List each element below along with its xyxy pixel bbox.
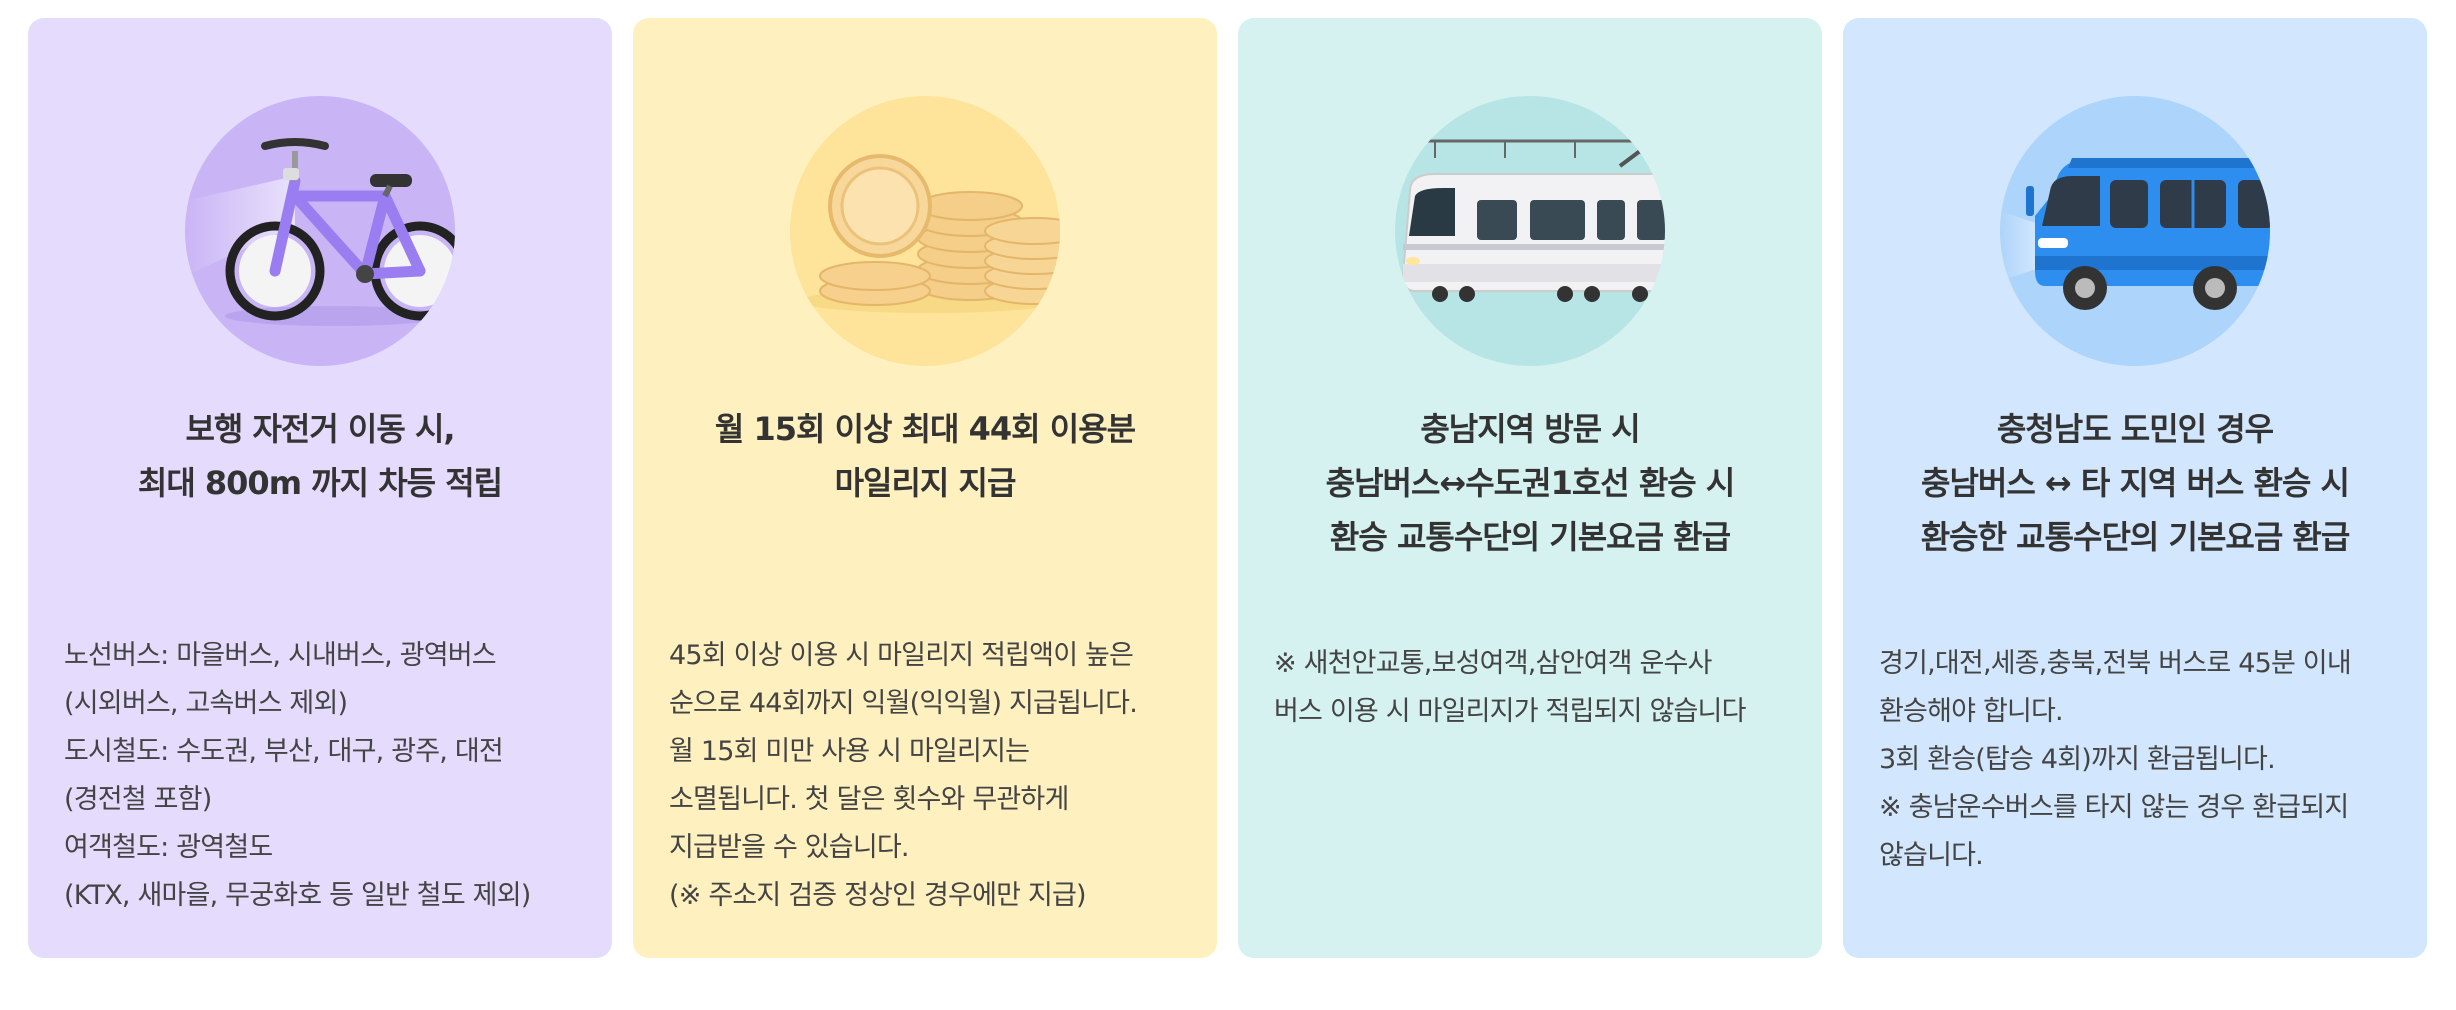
card-title: 보행 자전거 이동 시, 최대 800m 까지 차등 적립 xyxy=(48,402,592,510)
desc-line: 여객철도: 광역철도 xyxy=(64,832,273,863)
desc-line: 월 15회 미만 사용 시 마일리지는 xyxy=(669,736,1030,767)
desc-line: (※ 주소지 검증 정상인 경우에만 지급) xyxy=(669,880,1087,911)
desc-line: (경전철 포함) xyxy=(64,784,212,815)
desc-line: (시외버스, 고속버스 제외) xyxy=(64,688,348,719)
card-title: 충남지역 방문 시 충남버스↔수도권1호선 환승 시 환승 교통수단의 기본요금… xyxy=(1258,402,1802,564)
desc-line: 소멸됩니다. 첫 달은 횟수와 무관하게 xyxy=(669,784,1069,815)
title-line: 충청남도 도민인 경우 xyxy=(1996,410,2274,448)
title-line: 환승 교통수단의 기본요금 환급 xyxy=(1329,518,1731,556)
bus-icon xyxy=(2000,96,2270,366)
coins-icon xyxy=(790,96,1060,366)
card-description: 노선버스: 마을버스, 시내버스, 광역버스 (시외버스, 고속버스 제외) 도… xyxy=(64,632,592,920)
desc-line: (KTX, 새마을, 무궁화호 등 일반 철도 제외) xyxy=(64,880,531,911)
desc-line: 3회 환승(탑승 4회)까지 환급됩니다. xyxy=(1879,744,2276,775)
desc-line: 노선버스: 마을버스, 시내버스, 광역버스 xyxy=(64,640,497,671)
title-line: 충남지역 방문 시 xyxy=(1420,410,1640,448)
desc-line: 버스 이용 시 마일리지가 적립되지 않습니다 xyxy=(1274,696,1746,727)
benefit-card-bus-transfer: 충청남도 도민인 경우 충남버스 ↔ 타 지역 버스 환승 시 환승한 교통수단… xyxy=(1843,18,2427,958)
card-title: 충청남도 도민인 경우 충남버스 ↔ 타 지역 버스 환승 시 환승한 교통수단… xyxy=(1863,402,2407,564)
benefit-card-walk-bike: 보행 자전거 이동 시, 최대 800m 까지 차등 적립 노선버스: 마을버스… xyxy=(28,18,612,958)
desc-line: 않습니다. xyxy=(1879,840,1984,871)
bicycle-icon xyxy=(185,96,455,366)
title-line: 보행 자전거 이동 시, xyxy=(185,410,455,448)
benefit-card-mileage: 월 15회 이상 최대 44회 이용분 마일리지 지급 45회 이상 이용 시 … xyxy=(633,18,1217,958)
desc-line: 순으로 44회까지 익월(익익월) 지급됩니다. xyxy=(669,688,1138,719)
title-line: 충남버스 ↔ 타 지역 버스 환승 시 xyxy=(1921,464,2350,502)
card-description: ※ 새천안교통,보성여객,삼안여객 운수사 버스 이용 시 마일리지가 적립되지… xyxy=(1274,640,1802,736)
title-line: 최대 800m 까지 차등 적립 xyxy=(137,464,503,502)
title-line: 마일리지 지급 xyxy=(834,464,1017,502)
card-description: 경기,대전,세종,충북,전북 버스로 45분 이내 환승해야 합니다. 3회 환… xyxy=(1879,640,2407,880)
desc-line: 경기,대전,세종,충북,전북 버스로 45분 이내 xyxy=(1879,648,2352,679)
desc-line: 환승해야 합니다. xyxy=(1879,696,2064,727)
train-icon xyxy=(1395,96,1665,366)
title-line: 환승한 교통수단의 기본요금 환급 xyxy=(1920,518,2351,556)
benefit-card-train-transfer: 충남지역 방문 시 충남버스↔수도권1호선 환승 시 환승 교통수단의 기본요금… xyxy=(1238,18,1822,958)
desc-line: 45회 이상 이용 시 마일리지 적립액이 높은 xyxy=(669,640,1134,671)
card-title: 월 15회 이상 최대 44회 이용분 마일리지 지급 xyxy=(653,402,1197,510)
desc-line: 지급받을 수 있습니다. xyxy=(669,832,910,863)
desc-line: ※ 충남운수버스를 타지 않는 경우 환급되지 xyxy=(1879,792,2349,823)
desc-line: 도시철도: 수도권, 부산, 대구, 광주, 대전 xyxy=(64,736,504,767)
title-line: 충남버스↔수도권1호선 환승 시 xyxy=(1325,464,1736,502)
desc-line: ※ 새천안교통,보성여객,삼안여객 운수사 xyxy=(1274,648,1712,679)
title-line: 월 15회 이상 최대 44회 이용분 xyxy=(714,410,1136,448)
card-description: 45회 이상 이용 시 마일리지 적립액이 높은 순으로 44회까지 익월(익익… xyxy=(669,632,1197,920)
